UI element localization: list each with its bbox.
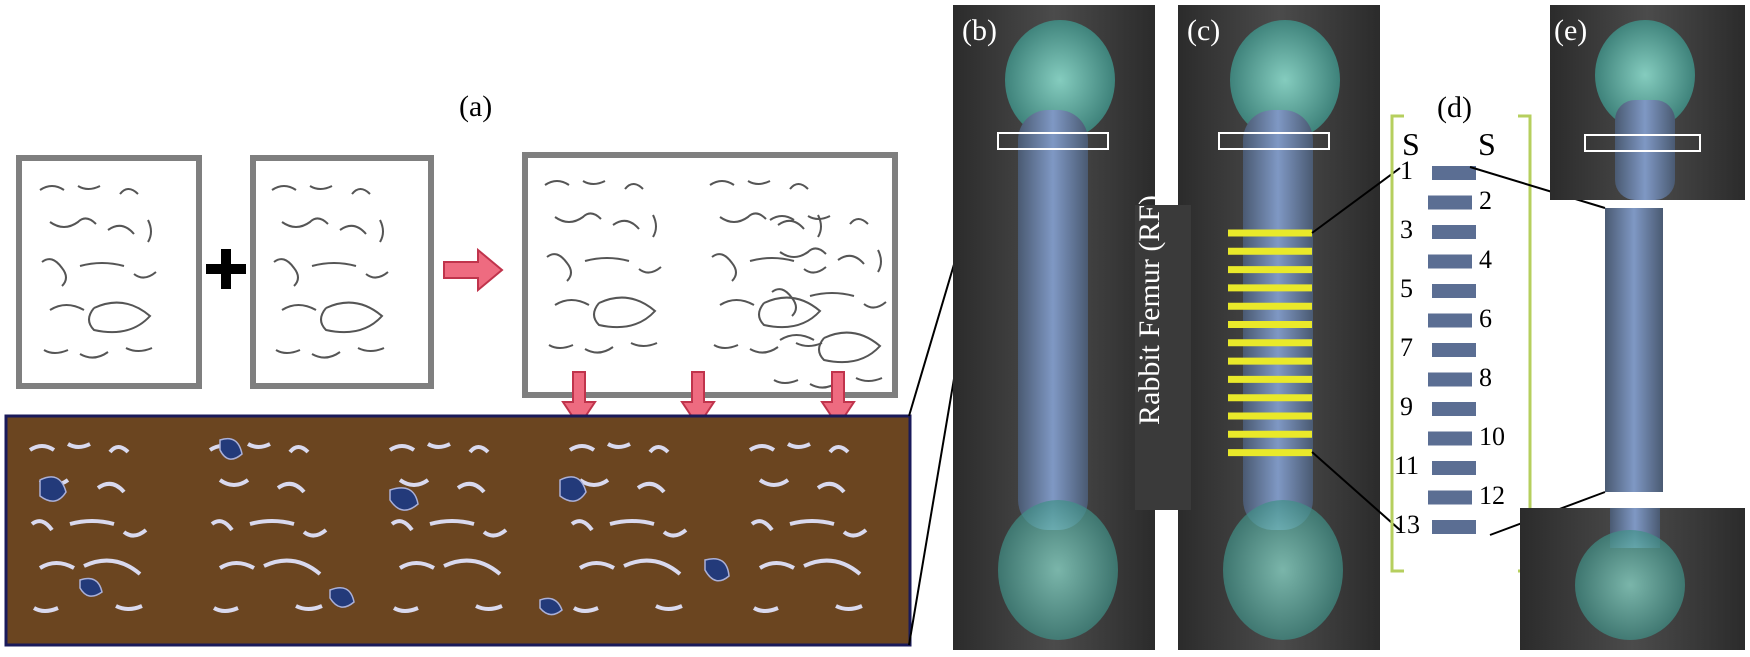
down-arrows: [561, 371, 856, 428]
plus-sign: [206, 249, 246, 289]
slice-sample: [1428, 195, 1472, 210]
slice-number: 3: [1400, 215, 1413, 244]
slice-sample: [1432, 520, 1476, 534]
panel-label-b: (b): [962, 14, 997, 47]
slice-sample: [1432, 402, 1476, 416]
pattern-box-left: [16, 155, 202, 389]
slice-number: 8: [1479, 362, 1492, 392]
combined-pattern-box: [522, 152, 898, 398]
slice-sample: [1432, 461, 1476, 475]
slice-sample: [1432, 343, 1476, 357]
slice-number: 6: [1479, 303, 1492, 333]
slice-number: 1: [1400, 156, 1413, 185]
slice-lines: [1228, 229, 1312, 457]
slice-sample: [1432, 166, 1476, 180]
slice-number: 9: [1400, 392, 1413, 421]
slice-number: 2: [1479, 185, 1492, 215]
slice-sample: [1428, 372, 1472, 387]
slice-stack: [1428, 166, 1476, 534]
slice-sample: [1428, 254, 1472, 269]
panel-label-a: (a): [459, 90, 493, 123]
slice-sample: [1428, 431, 1472, 446]
combine-arrow: [443, 247, 504, 293]
slice-number: 5: [1400, 274, 1413, 303]
slice-header-left: S: [1402, 126, 1420, 162]
slice-number: 11: [1394, 451, 1420, 480]
slice-number: 12: [1479, 480, 1505, 510]
slice-number: 13: [1394, 510, 1420, 539]
slice-number: 10: [1479, 421, 1505, 451]
slice-sample: [1432, 225, 1476, 239]
zoom-lines-c-d: [1311, 167, 1401, 531]
slice-sample: [1428, 490, 1472, 505]
femur-panel-b: [953, 5, 1155, 650]
femur-panel-e: [1520, 5, 1745, 650]
panel-label-d: (d): [1437, 91, 1472, 124]
pattern-box-right: [250, 155, 434, 389]
panel-label-c: (c): [1187, 14, 1221, 47]
scaffold-matrix: [4, 414, 912, 647]
slice-number: 7: [1400, 333, 1413, 362]
femur-panel-c: [1135, 5, 1380, 650]
slice-sample: [1432, 284, 1476, 298]
slice-sample: [1428, 313, 1472, 328]
slice-number: 4: [1479, 244, 1492, 274]
rabbit-femur-label: Rabbit Femur (RF): [1133, 195, 1166, 425]
zoom-lines-d-e: [1469, 166, 1606, 536]
slice-header-right: S: [1478, 126, 1496, 162]
panel-label-e: (e): [1554, 14, 1588, 47]
